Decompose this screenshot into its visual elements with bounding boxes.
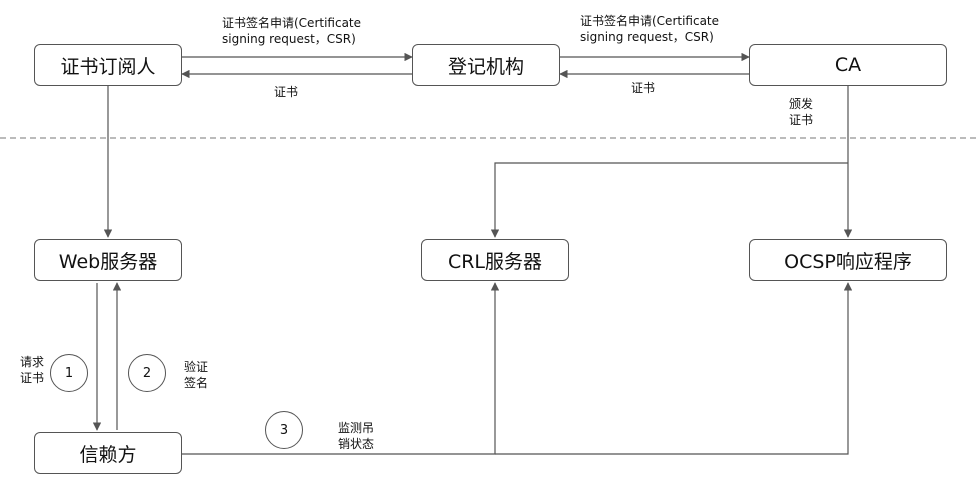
label-monitor-line1: 监测吊 xyxy=(338,421,375,435)
node-certificate-subscriber: 证书订阅人 xyxy=(34,44,182,86)
label-csr-line1: 证书签名申请(Certificate xyxy=(580,14,720,28)
arrow-ca-to-crl xyxy=(490,162,848,238)
label-csr-line2: signing request，CSR) xyxy=(580,30,714,44)
label-issue-certificate: 颁发 证书 xyxy=(789,96,813,128)
label-request-line1: 请求 xyxy=(20,355,45,369)
label-issue-line2: 证书 xyxy=(789,113,814,127)
node-web-server: Web服务器 xyxy=(34,239,182,281)
label-request-line2: 证书 xyxy=(20,371,45,385)
label-verify-signature: 验证 签名 xyxy=(184,359,208,391)
label-verify-line2: 签名 xyxy=(184,376,209,390)
node-relying-party: 信赖方 xyxy=(34,432,182,474)
label-request-certificate: 请求 证书 xyxy=(20,354,44,386)
label-csr-ra-ca: 证书签名申请(Certificate signing request，CSR) xyxy=(580,13,719,45)
label-verify-line1: 验证 xyxy=(184,360,209,374)
label-csr-line2: signing request，CSR) xyxy=(222,32,356,46)
node-crl-server: CRL服务器 xyxy=(421,239,569,281)
label-monitor-revocation: 监测吊 销状态 xyxy=(338,420,374,452)
node-ca: CA xyxy=(749,44,947,86)
step-badge-2: 2 xyxy=(128,354,166,392)
label-issue-line1: 颁发 xyxy=(789,97,814,111)
arrow-relying-to-ocsp xyxy=(495,282,853,455)
node-ocsp-responder: OCSP响应程序 xyxy=(749,239,947,281)
label-csr-subscriber-ra: 证书签名申请(Certificate signing request，CSR) xyxy=(222,15,361,47)
label-cert-ra-subscriber: 证书 xyxy=(274,85,299,99)
step-badge-1: 1 xyxy=(50,354,88,392)
step-badge-3: 3 xyxy=(265,411,303,449)
label-csr-line1: 证书签名申请(Certificate xyxy=(222,16,362,30)
node-registration-authority: 登记机构 xyxy=(412,44,560,86)
label-cert-ca-ra: 证书 xyxy=(631,81,656,95)
label-monitor-line2: 销状态 xyxy=(338,437,375,451)
